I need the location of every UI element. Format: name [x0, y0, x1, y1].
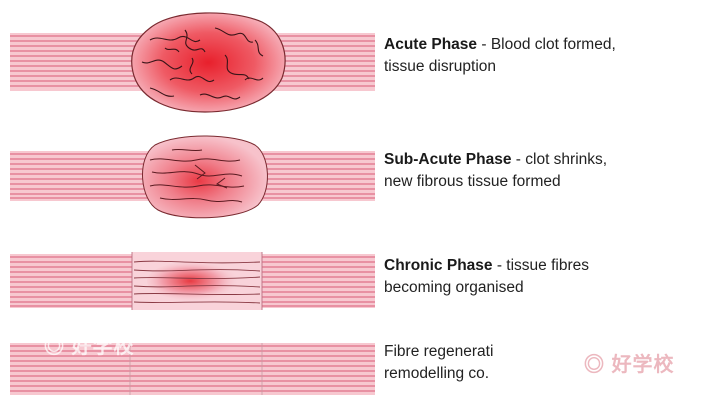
- subacute-phase-label: Sub-Acute Phase - clot shrinks, new fibr…: [384, 149, 684, 193]
- watermark-logo-right: ◎ 好学校: [584, 354, 675, 376]
- chronic-phase-name: Chronic Phase: [384, 257, 493, 274]
- remodelling-phase-desc-2: remodelling co.: [384, 365, 490, 382]
- chronic-organising-fibres: [131, 252, 263, 310]
- chronic-phase-desc-2: becoming organised: [384, 279, 524, 296]
- subacute-shrinking-clot: [142, 135, 268, 219]
- chronic-phase-label: Chronic Phase - tissue fibres becoming o…: [384, 255, 684, 299]
- remodelling-fibre-band: [10, 343, 375, 395]
- acute-phase-desc: - Blood clot formed,: [477, 36, 616, 53]
- chronic-phase-desc: - tissue fibres: [492, 257, 590, 274]
- acute-blood-clot: [131, 12, 286, 113]
- remodelling-phase-desc: Fibre regenerati: [384, 343, 494, 360]
- acute-phase-name: Acute Phase: [384, 36, 478, 53]
- subacute-phase-desc: - clot shrinks,: [511, 151, 608, 168]
- remodelling-phase-label: Fibre regenerati remodelling co.: [384, 341, 684, 385]
- acute-phase-desc-2: tissue disruption: [384, 58, 497, 75]
- acute-phase-label: Acute Phase - Blood clot formed, tissue …: [384, 34, 684, 78]
- watermark-logo-left: ◎ 好学校: [44, 336, 135, 358]
- subacute-phase-desc-2: new fibrous tissue formed: [384, 173, 561, 190]
- watermark-occlusion: [510, 336, 610, 390]
- subacute-phase-name: Sub-Acute Phase: [384, 151, 512, 168]
